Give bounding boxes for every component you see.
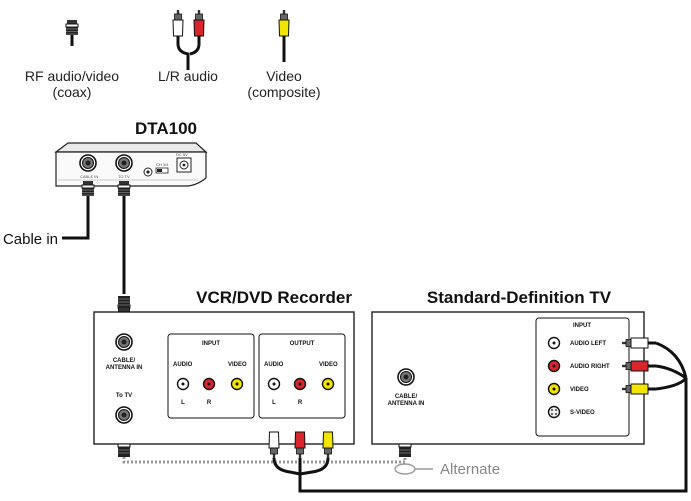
cable-in-wire	[62, 180, 95, 240]
legend-lr-label: L/R audio	[158, 68, 218, 84]
vcr-output-audio-label: AUDIO	[264, 362, 284, 368]
vcr-input-heading: INPUT	[202, 341, 220, 347]
legend-lr-audio-plugs-icon	[172, 9, 205, 70]
vcr-cable-antenna-label-1: CABLE/	[113, 358, 136, 364]
legend-video-label-2: (composite)	[247, 84, 320, 100]
vcr-input-audio-label: AUDIO	[173, 362, 193, 368]
tv-input-heading: INPUT	[573, 323, 591, 329]
tv-coax-plug	[398, 443, 412, 457]
vcr-to-tv-jack	[115, 406, 133, 424]
vcr-input-l-label: L	[181, 400, 185, 406]
vcr-output-video-label: VIDEO	[319, 362, 338, 368]
tv-audio-right-label: AUDIO RIGHT	[570, 364, 610, 370]
tv-input-group: INPUT AUDIO LEFT AUDIO RIGHT VIDEO S-VID…	[535, 317, 630, 437]
vcr-output-group: OUTPUT AUDIO VIDEO L R	[258, 333, 346, 419]
dta-to-tv-jack	[115, 154, 133, 172]
dta-dc-label: DC 5V	[176, 152, 188, 157]
vcr-cable-antenna-jack	[115, 333, 133, 351]
tv-s-video-label: S-VIDEO	[570, 410, 595, 416]
vcr-to-tv-label: To TV	[116, 393, 132, 399]
tv-video-label: VIDEO	[570, 387, 589, 393]
alternate-label: Alternate	[440, 461, 500, 478]
vcr-input-group: INPUT AUDIO VIDEO L R	[167, 333, 255, 419]
rca-audio-video-cables	[268, 337, 688, 493]
dta-cable-in-jack	[79, 154, 97, 172]
dta-cable-in-port-label: CABLE IN	[80, 174, 98, 179]
legend-rf-label-2: (coax)	[53, 84, 92, 100]
tv-cable-antenna-label-2: ANTENNA IN	[388, 401, 425, 407]
vcr-output-r-label: R	[298, 400, 303, 406]
vcr-title: VCR/DVD Recorder	[196, 288, 352, 307]
vcr-input-video-label: VIDEO	[228, 362, 247, 368]
dta-device: CABLE IN TO TV CH 3/4 DC 5V	[54, 142, 208, 187]
vcr-to-tv-coax-plug	[117, 443, 131, 457]
vcr-output-heading: OUTPUT	[290, 341, 315, 347]
cable-in-label: Cable in	[3, 231, 58, 248]
vcr-input-r-label: R	[207, 400, 212, 406]
legend-coax-plug-icon	[65, 19, 79, 46]
alternate-marker-ellipse	[394, 463, 416, 475]
vcr-output-l-label: L	[272, 400, 276, 406]
dta-to-vcr-coax-cable	[117, 180, 131, 313]
legend-rf-label-1: RF audio/video	[25, 68, 119, 84]
tv-s-video-jack	[547, 405, 561, 419]
tv-cable-antenna-label-1: CABLE/	[395, 394, 418, 400]
dta-ch-label: CH 3/4	[156, 162, 169, 167]
tv-title: Standard-Definition TV	[427, 288, 612, 307]
legend-video-plug-icon	[278, 9, 290, 62]
dta-title: DTA100	[135, 119, 197, 138]
alternate-coax-route-line	[122, 457, 407, 464]
tv-cable-antenna-jack	[397, 368, 415, 386]
tv-audio-left-label: AUDIO LEFT	[570, 341, 606, 347]
vcr-cable-antenna-label-2: ANTENNA IN	[106, 365, 143, 371]
legend-video-label-1: Video	[266, 68, 302, 84]
dta-to-tv-port-label: TO TV	[118, 174, 130, 179]
